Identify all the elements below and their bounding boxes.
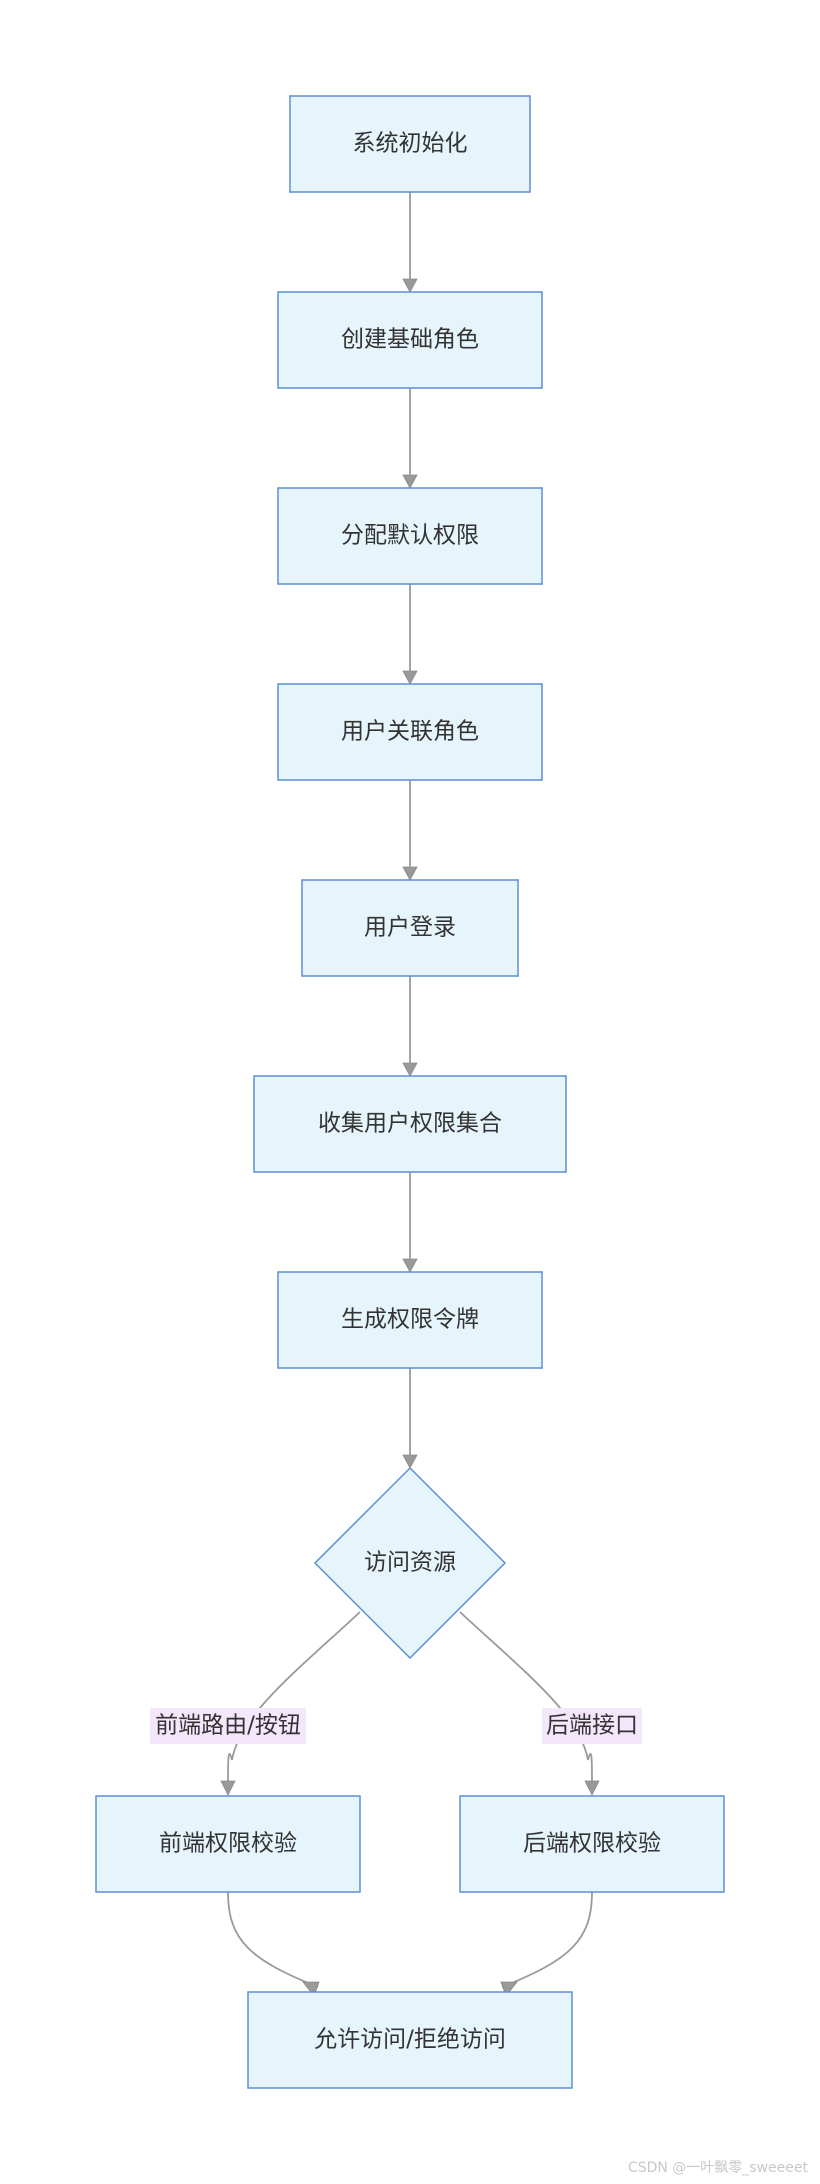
edge-access-to-frontend-check bbox=[227, 1611, 361, 1785]
edge-access-to-backend-check bbox=[459, 1611, 593, 1785]
node-user-role-label: 用户关联角色 bbox=[341, 719, 479, 745]
arrowhead-login bbox=[402, 866, 418, 881]
node-login-label: 用户登录 bbox=[364, 915, 456, 941]
node-backend-check-label: 后端权限校验 bbox=[523, 1831, 661, 1857]
edge-label-frontend: 前端路由/按钮 bbox=[150, 1708, 306, 1744]
node-login: 用户登录 bbox=[301, 879, 519, 977]
node-create-roles: 创建基础角色 bbox=[277, 291, 543, 389]
arrowhead-token bbox=[402, 1258, 418, 1273]
node-init-label: 系统初始化 bbox=[353, 131, 468, 157]
node-access-decision: 访问资源 bbox=[313, 1466, 507, 1660]
edge-label-backend: 后端接口 bbox=[542, 1708, 642, 1744]
node-result-label: 允许访问/拒绝访问 bbox=[314, 2027, 506, 2053]
watermark-text: CSDN @一叶飘零_sweeeet bbox=[628, 2160, 809, 2176]
arrowhead-create-roles bbox=[402, 278, 418, 293]
node-collect: 收集用户权限集合 bbox=[253, 1075, 567, 1173]
edge-backend-check-to-result bbox=[501, 1891, 593, 1988]
edge-label-frontend-text: 前端路由/按钮 bbox=[155, 1713, 301, 1739]
arrowhead-frontend-check bbox=[220, 1780, 236, 1796]
node-frontend-check: 前端权限校验 bbox=[95, 1795, 361, 1893]
node-assign-perms: 分配默认权限 bbox=[277, 487, 543, 585]
node-frontend-check-label: 前端权限校验 bbox=[159, 1831, 297, 1857]
arrowhead-access bbox=[402, 1454, 418, 1469]
node-access-label: 访问资源 bbox=[364, 1550, 456, 1576]
edge-label-backend-text: 后端接口 bbox=[546, 1713, 638, 1739]
arrowhead-assign-perms bbox=[402, 474, 418, 489]
node-collect-label: 收集用户权限集合 bbox=[318, 1111, 502, 1137]
arrowhead-collect bbox=[402, 1062, 418, 1077]
arrowhead-backend-check bbox=[584, 1780, 600, 1796]
node-backend-check: 后端权限校验 bbox=[459, 1795, 725, 1893]
edge-frontend-check-to-result bbox=[227, 1891, 319, 1988]
node-assign-perms-label: 分配默认权限 bbox=[341, 523, 479, 549]
node-result: 允许访问/拒绝访问 bbox=[247, 1991, 573, 2089]
node-init: 系统初始化 bbox=[289, 95, 531, 193]
node-token-label: 生成权限令牌 bbox=[341, 1307, 479, 1333]
node-create-roles-label: 创建基础角色 bbox=[341, 327, 479, 353]
arrowhead-user-role bbox=[402, 670, 418, 685]
node-user-role: 用户关联角色 bbox=[277, 683, 543, 781]
node-token: 生成权限令牌 bbox=[277, 1271, 543, 1369]
